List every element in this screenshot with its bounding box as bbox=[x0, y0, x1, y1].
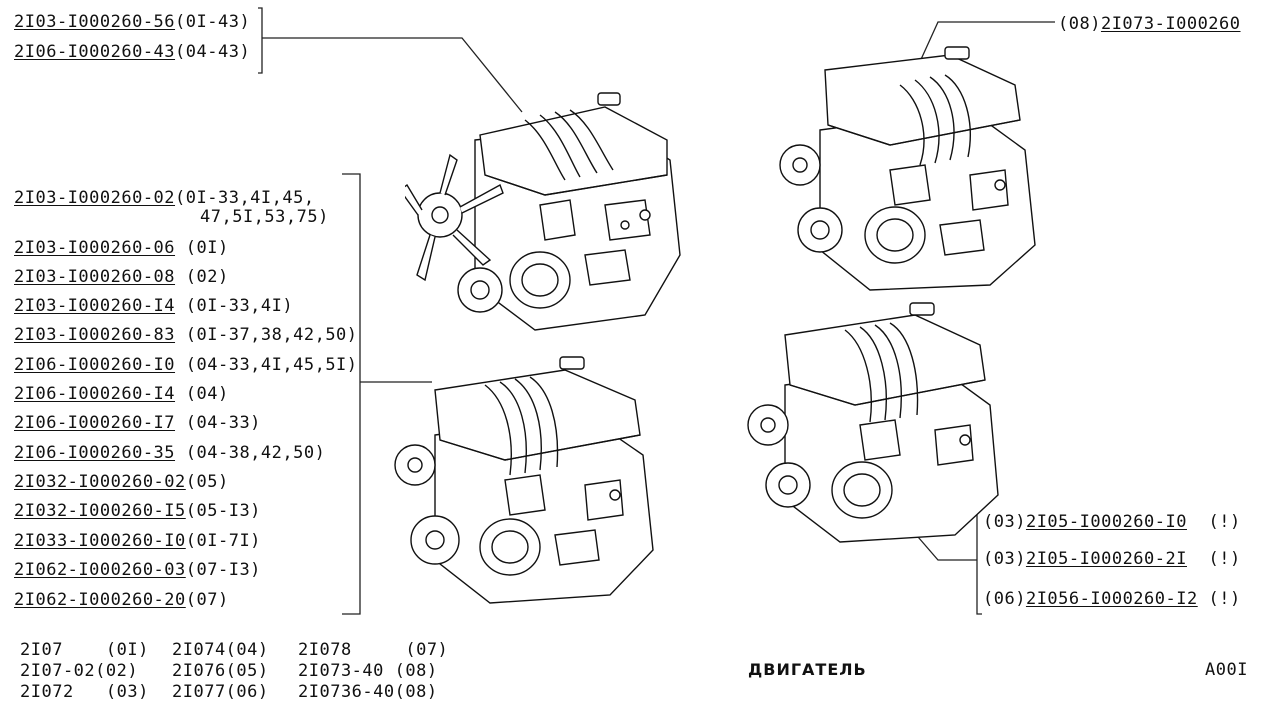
part-code[interactable]: 2I06-I000260-35 bbox=[14, 443, 176, 463]
model-prefix: (06) bbox=[983, 589, 1026, 609]
part-note: (04-33,4I,45,5I) bbox=[175, 355, 358, 375]
right-group-leader bbox=[911, 529, 977, 561]
part-code[interactable]: 2I033-I000260-I0 bbox=[14, 531, 186, 551]
part-code[interactable]: 2I062-I000260-20 bbox=[14, 590, 186, 610]
page-title: ДВИГАТЕЛЬ bbox=[748, 660, 867, 679]
part-note-continued: 47,5I,53,75) bbox=[200, 207, 329, 227]
left-list-item: 2I03-I000260-08 (02) bbox=[14, 267, 229, 287]
model-prefix: (03) bbox=[983, 549, 1026, 569]
part-code[interactable]: 2I06-I000260-I4 bbox=[14, 384, 176, 404]
left-list-bracket bbox=[342, 173, 361, 615]
part-code[interactable]: 2I032-I000260-02 bbox=[14, 472, 186, 492]
part-note: (04-43) bbox=[175, 42, 251, 62]
left-list-item: 2I06-I000260-I7 (04-33) bbox=[14, 413, 261, 433]
engine-illustration-fan bbox=[405, 92, 681, 331]
part-code[interactable]: 2I03-I000260-83 bbox=[14, 325, 176, 345]
model-prefix: (03) bbox=[983, 512, 1026, 532]
part-code[interactable]: 2I03-I000260-06 bbox=[14, 238, 176, 258]
part-note: (07) bbox=[185, 590, 229, 610]
applicability-mark: (!) bbox=[1208, 512, 1241, 532]
part-code[interactable]: 2I032-I000260-I5 bbox=[14, 501, 186, 521]
part-note: (04-38,42,50) bbox=[175, 443, 326, 463]
left-list-item: 2I032-I000260-I5(05-I3) bbox=[14, 501, 261, 521]
top-left-bracket bbox=[258, 7, 263, 74]
model-legend-entry: 2I076(05) bbox=[172, 661, 269, 681]
part-code[interactable]: 2I03-I000260-02 bbox=[14, 188, 176, 208]
left-list-item: 2I062-I000260-20(07) bbox=[14, 590, 229, 610]
top-right-item: (08)2I073-I000260 bbox=[1058, 14, 1241, 34]
left-list-item: 2I062-I000260-03(07-I3) bbox=[14, 560, 261, 580]
model-legend-entry: 2I074(04) bbox=[172, 640, 269, 660]
part-note: (0I-33,4I,45, bbox=[175, 188, 315, 208]
part-code[interactable]: 2I03-I000260-08 bbox=[14, 267, 176, 287]
part-note: (07-I3) bbox=[185, 560, 261, 580]
part-note: (04-33) bbox=[175, 413, 261, 433]
left-list-item: 2I06-I000260-I0 (04-33,4I,45,5I) bbox=[14, 355, 358, 375]
part-code[interactable]: 2I05-I000260-2I bbox=[1025, 549, 1187, 569]
left-list-item: 2I03-I000260-83 (0I-37,38,42,50) bbox=[14, 325, 358, 345]
left-list-item: 2I033-I000260-I0(0I-7I) bbox=[14, 531, 261, 551]
model-legend-entry: 2I072 (03) bbox=[20, 682, 149, 702]
applicability-mark: (!) bbox=[1208, 549, 1241, 569]
part-note: (02) bbox=[175, 267, 229, 287]
engine-illustration-2107 bbox=[779, 46, 1036, 291]
part-note: (04) bbox=[175, 384, 229, 404]
part-note: (05-I3) bbox=[185, 501, 261, 521]
part-code[interactable]: 2I056-I000260-I2 bbox=[1025, 589, 1198, 609]
top-left-leader bbox=[262, 37, 523, 113]
model-legend-entry: 2I073-40 (08) bbox=[298, 661, 438, 681]
model-legend-entry: 2I07-02(02) bbox=[20, 661, 139, 681]
left-list-item: 2I032-I000260-02(05) bbox=[14, 472, 229, 492]
top-left-item: 2I06-I000260-43(04-43) bbox=[14, 42, 250, 62]
top-right-leader bbox=[917, 21, 1055, 67]
part-code[interactable]: 2I073-I000260 bbox=[1100, 14, 1241, 34]
right-group-item: (03)2I05-I000260-I0 (!) bbox=[983, 512, 1241, 532]
part-note: (0I-37,38,42,50) bbox=[175, 325, 358, 345]
part-note: (0I-43) bbox=[175, 12, 251, 32]
page-code: A00I bbox=[1205, 660, 1248, 680]
left-list-item: 2I06-I000260-35 (04-38,42,50) bbox=[14, 443, 325, 463]
model-legend-entry: 2I0736-40(08) bbox=[298, 682, 438, 702]
part-code[interactable]: 2I062-I000260-03 bbox=[14, 560, 186, 580]
applicability-mark: (!) bbox=[1208, 589, 1241, 609]
right-group-item: (06)2I056-I000260-I2 (!) bbox=[983, 589, 1241, 609]
engine-illustration-2103 bbox=[394, 356, 654, 604]
model-legend-entry: 2I077(06) bbox=[172, 682, 269, 702]
engine-illustration-2105 bbox=[747, 302, 999, 543]
part-note: (0I-7I) bbox=[185, 531, 261, 551]
part-code[interactable]: 2I06-I000260-I0 bbox=[14, 355, 176, 375]
top-left-item: 2I03-I000260-56(0I-43) bbox=[14, 12, 250, 32]
model-prefix: (08) bbox=[1058, 14, 1101, 34]
part-note: (05) bbox=[185, 472, 229, 492]
part-note: (0I-33,4I) bbox=[175, 296, 294, 316]
part-code[interactable]: 2I05-I000260-I0 bbox=[1025, 512, 1187, 532]
left-list-item: 2I03-I000260-I4 (0I-33,4I) bbox=[14, 296, 293, 316]
left-list-item: 2I03-I000260-06 (0I) bbox=[14, 238, 229, 258]
part-code[interactable]: 2I03-I000260-56 bbox=[14, 12, 176, 32]
left-list-item: 2I03-I000260-02(0I-33,4I,45, bbox=[14, 188, 315, 208]
part-code[interactable]: 2I03-I000260-I4 bbox=[14, 296, 176, 316]
right-group-item: (03)2I05-I000260-2I (!) bbox=[983, 549, 1241, 569]
left-list-item: 2I06-I000260-I4 (04) bbox=[14, 384, 229, 404]
part-note: (0I) bbox=[175, 238, 229, 258]
part-code[interactable]: 2I06-I000260-43 bbox=[14, 42, 176, 62]
part-code[interactable]: 2I06-I000260-I7 bbox=[14, 413, 176, 433]
model-legend-entry: 2I078 (07) bbox=[298, 640, 449, 660]
model-legend-entry: 2I07 (0I) bbox=[20, 640, 149, 660]
